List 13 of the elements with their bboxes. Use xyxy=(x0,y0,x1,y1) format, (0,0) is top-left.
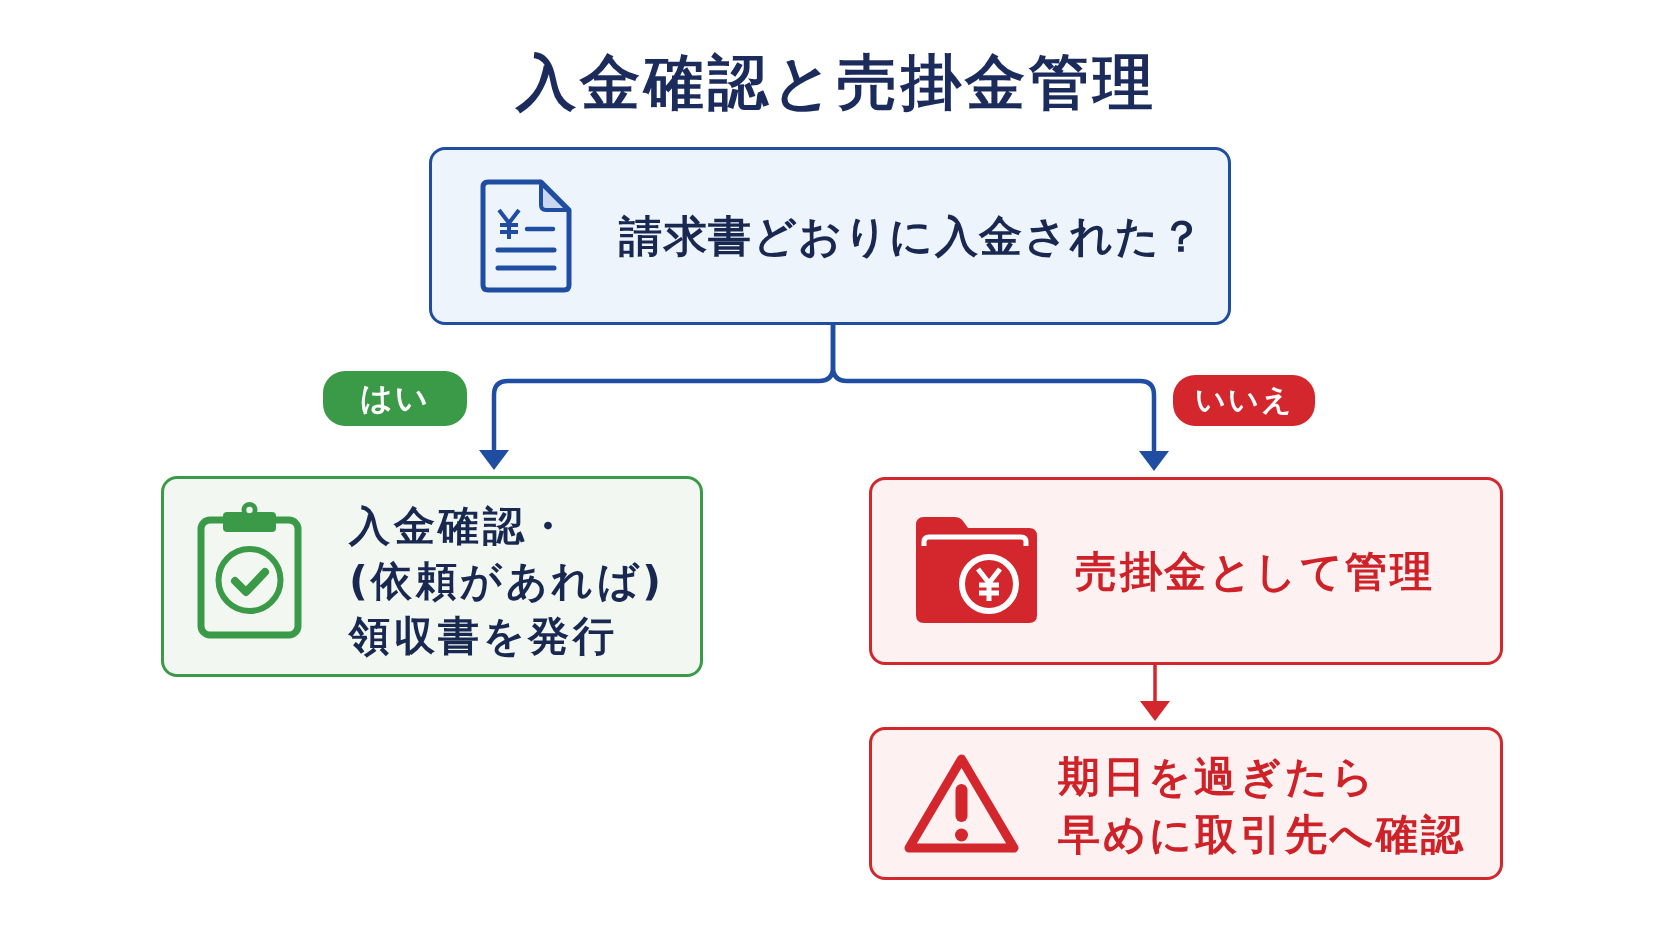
arrow xyxy=(830,325,1169,471)
title: 入金確認と売掛金管理 xyxy=(515,46,1157,119)
step-text: 売掛金として管理 xyxy=(1075,546,1434,598)
question-text: 請求書どおりに入金された？ xyxy=(619,210,1205,263)
arrow xyxy=(1140,665,1170,721)
edge-label: いいえ xyxy=(1173,375,1315,426)
process-box xyxy=(161,476,703,677)
process-box xyxy=(869,477,1503,665)
warning-box xyxy=(869,727,1503,880)
step-text: 入金確認・(依頼があれば)領収書を発行 xyxy=(349,501,666,662)
step-text: 期日を過ぎたら早めに取引先へ確認 xyxy=(1058,751,1467,861)
question-box xyxy=(429,147,1231,325)
edge-label: はい xyxy=(323,371,467,426)
